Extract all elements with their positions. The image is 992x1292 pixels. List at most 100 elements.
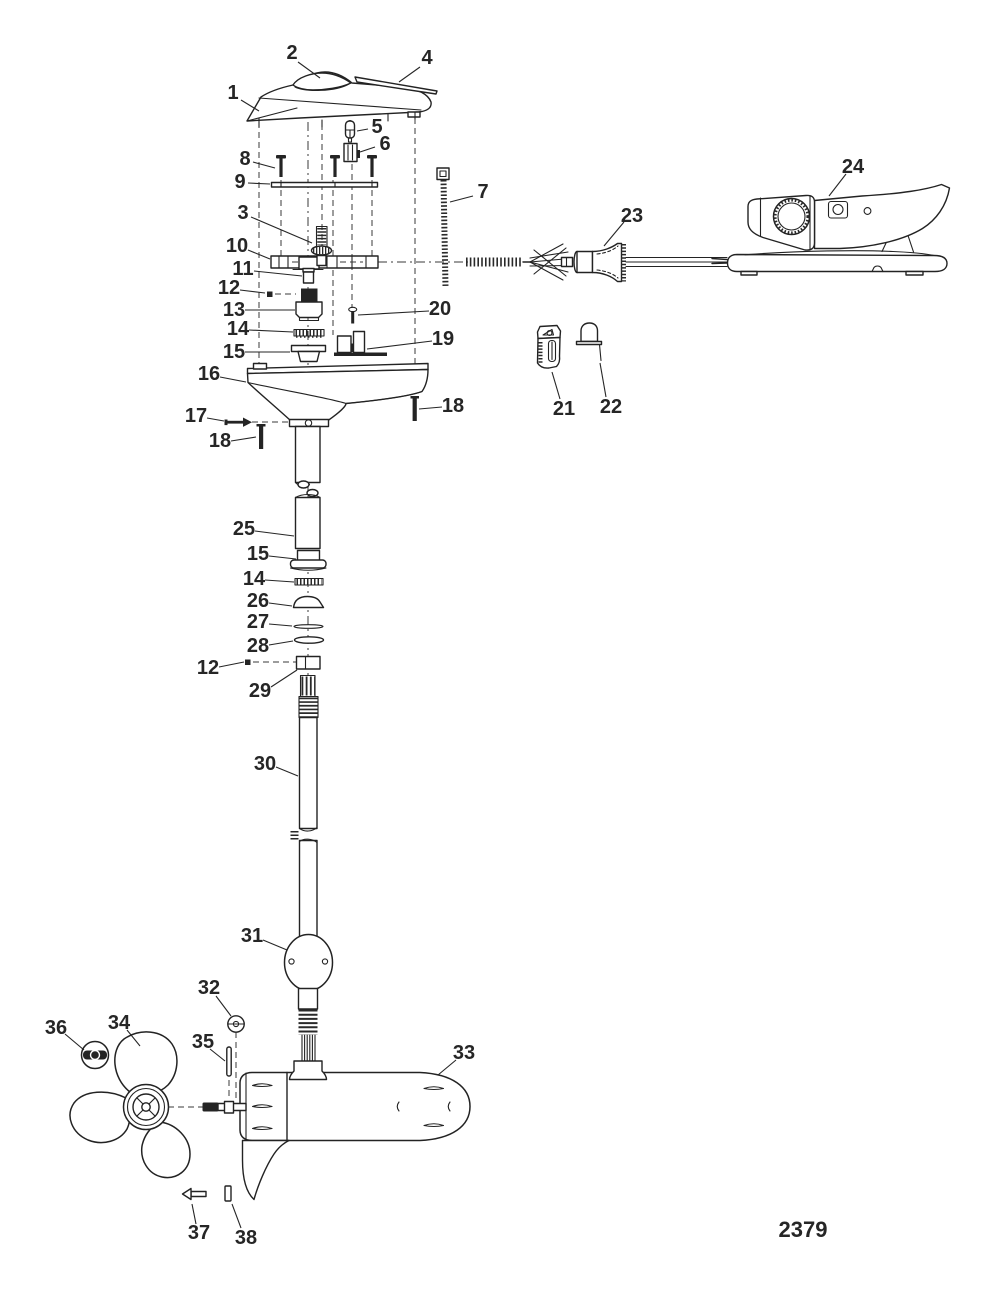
part-27-shim	[293, 624, 324, 629]
callout-leader-14b	[264, 579, 295, 583]
callout-leader-35	[209, 1048, 226, 1062]
callout-11: 11	[232, 258, 253, 280]
part-28-ring	[293, 636, 325, 644]
speed-dial	[772, 197, 811, 236]
part-5-screw	[344, 120, 356, 143]
part-13-coupler	[295, 288, 323, 322]
callout-38: 38	[235, 1227, 257, 1249]
callout-33: 33	[453, 1042, 475, 1064]
shaft-spline	[299, 674, 316, 698]
callout-20: 20	[429, 298, 451, 320]
part-20-screw	[348, 306, 358, 324]
part-34-propeller	[69, 1031, 191, 1179]
callout-leader-2	[297, 61, 321, 79]
callout-18b: 18	[442, 395, 464, 417]
callout-12a: 12	[218, 277, 240, 299]
callout-leader-23	[603, 221, 625, 247]
part-15b-bushing	[289, 549, 327, 571]
shaft-thread	[298, 695, 319, 719]
callout-25: 25	[233, 518, 255, 540]
callout-leader-18b	[418, 406, 443, 410]
callout-leader-1	[240, 99, 260, 112]
callout-15a: 15	[223, 341, 245, 363]
skeg-fin	[241, 1139, 290, 1201]
callout-leader-24	[828, 173, 847, 197]
callout-35: 35	[192, 1031, 214, 1053]
pedal-button	[827, 200, 849, 219]
callout-leader-33	[437, 1059, 457, 1076]
callout-31: 31	[241, 925, 263, 947]
callout-26: 26	[247, 590, 269, 612]
callout-leader-25	[254, 530, 295, 537]
part-11-spacer	[302, 267, 315, 284]
callout-15b: 15	[247, 543, 269, 565]
part-19-bracket	[334, 330, 387, 356]
callout-37: 37	[188, 1222, 210, 1244]
callout-leader-5	[356, 128, 369, 132]
callout-leader-34	[126, 1029, 141, 1047]
callout-7: 7	[477, 181, 488, 203]
callout-4: 4	[421, 47, 433, 69]
callout-leader-20	[357, 310, 430, 316]
part-37-screw	[181, 1187, 207, 1201]
part-29-collar	[295, 655, 321, 670]
callout-leader-38	[231, 1203, 242, 1229]
pedal-hole	[863, 207, 872, 215]
part-12b-key	[245, 659, 251, 665]
callout-27: 27	[247, 611, 269, 633]
part-24-foot-pedal	[711, 183, 951, 276]
part-30-shaft	[290, 716, 318, 942]
callout-leader-18a	[230, 436, 257, 442]
callout-leader-30	[275, 766, 299, 777]
callout-leader-37	[191, 1203, 197, 1225]
callout-17: 17	[185, 405, 207, 427]
callout-leader-31	[262, 939, 288, 951]
part-23-cable-boot	[573, 242, 728, 283]
callout-18a: 18	[209, 430, 231, 452]
callout-19: 19	[432, 328, 454, 350]
callout-30: 30	[254, 753, 276, 775]
callout-leader-22	[599, 362, 607, 398]
callout-leader-4	[398, 66, 421, 83]
part-38-pin	[224, 1185, 232, 1202]
upper-shaft-tube	[294, 425, 321, 498]
part-22-cap	[575, 322, 603, 362]
callout-leader-12a	[239, 289, 266, 294]
part-33-motor-housing	[239, 1060, 471, 1201]
callout-2: 2	[286, 42, 297, 64]
callout-32: 32	[198, 977, 220, 999]
callout-leader-21	[551, 371, 561, 400]
callout-leader-29	[270, 669, 298, 688]
callout-12b: 12	[197, 657, 219, 679]
callout-leader-10	[247, 249, 271, 260]
wire-coil	[298, 1009, 318, 1064]
part-31-ball-collar	[283, 933, 334, 1010]
part-35-drive-pin	[226, 1046, 232, 1077]
callout-leader-16	[219, 376, 247, 383]
callout-leader-7	[449, 195, 474, 203]
part-32-grommet	[227, 1015, 245, 1033]
callout-23: 23	[621, 205, 643, 227]
part-21-connector	[536, 324, 562, 369]
part-26-seal	[292, 595, 325, 609]
callout-6: 6	[379, 133, 390, 155]
callout-leader-28	[268, 640, 294, 646]
callout-14a: 14	[227, 318, 250, 340]
part-18b-bolt	[410, 396, 419, 421]
part-9-plate	[270, 181, 379, 188]
callout-28: 28	[247, 635, 269, 657]
callout-8: 8	[239, 148, 250, 170]
callout-10: 10	[226, 235, 248, 257]
callout-5: 5	[371, 116, 382, 138]
callout-leader-27	[268, 623, 293, 627]
steering-cable	[466, 243, 574, 281]
callout-3: 3	[237, 202, 248, 224]
callout-29: 29	[249, 680, 271, 702]
callout-21: 21	[553, 398, 575, 420]
part-18a-bolt	[256, 424, 266, 449]
callout-leader-3	[250, 216, 313, 244]
callout-leader-9	[247, 182, 271, 185]
